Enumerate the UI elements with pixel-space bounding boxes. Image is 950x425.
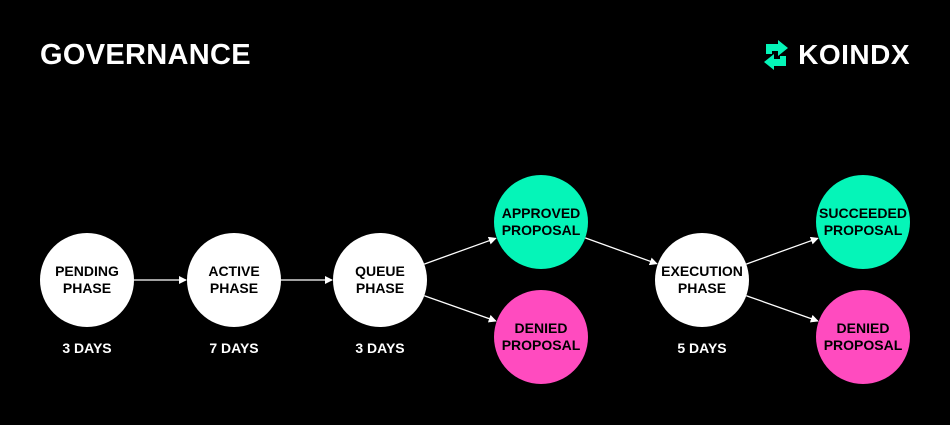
node-label: PENDING PHASE <box>55 263 119 296</box>
duration-queue: 3 DAYS <box>355 340 405 356</box>
duration-active: 7 DAYS <box>209 340 259 356</box>
duration-execution: 5 DAYS <box>677 340 727 356</box>
arrow-execution-to-denied2 <box>746 295 819 323</box>
node-label: QUEUE PHASE <box>355 263 405 296</box>
page-title: GOVERNANCE <box>40 39 251 71</box>
arrow-execution-to-succeeded <box>745 236 819 265</box>
node-active-phase: ACTIVE PHASE <box>187 233 281 327</box>
node-label: DENIED PROPOSAL <box>823 320 903 353</box>
arrow-queue-to-approved <box>423 236 497 265</box>
koindx-logo-icon <box>764 40 789 70</box>
node-denied-proposal-1: DENIED PROPOSAL <box>494 290 588 384</box>
node-denied-proposal-2: DENIED PROPOSAL <box>816 290 910 384</box>
node-label: SUCCEEDED PROPOSAL <box>819 205 907 238</box>
node-pending-phase: PENDING PHASE <box>40 233 134 327</box>
node-label: APPROVED PROPOSAL <box>501 205 581 238</box>
brand-logo: KOINDX <box>762 38 910 72</box>
node-label: EXECUTION PHASE <box>661 263 743 296</box>
node-label: ACTIVE PHASE <box>208 263 260 296</box>
node-approved-proposal: APPROVED PROPOSAL <box>494 175 588 269</box>
node-succeeded-proposal: SUCCEEDED PROPOSAL <box>816 175 910 269</box>
node-execution-phase: EXECUTION PHASE <box>655 233 749 327</box>
duration-pending: 3 DAYS <box>62 340 112 356</box>
node-label: DENIED PROPOSAL <box>501 320 581 353</box>
node-queue-phase: QUEUE PHASE <box>333 233 427 327</box>
arrow-approved-to-execution <box>584 237 658 266</box>
brand-name: KOINDX <box>798 39 910 70</box>
arrow-queue-to-denied1 <box>424 295 497 323</box>
